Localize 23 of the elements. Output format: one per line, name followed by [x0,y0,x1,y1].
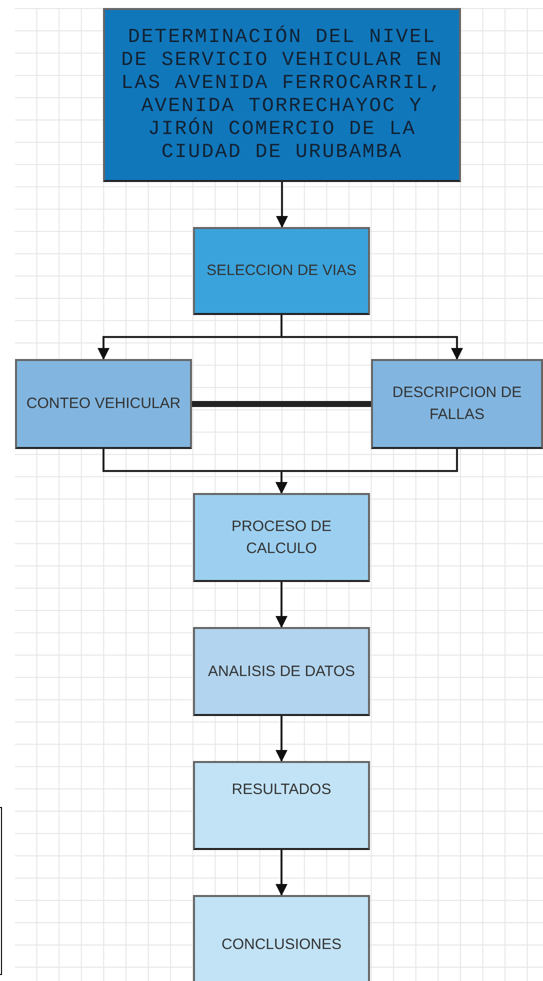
box-label: SELECCION DE VIAS [205,261,358,281]
process-box [103,8,461,182]
box-label: ANALISIS DE DATOS [207,662,356,682]
arrow [276,582,288,628]
arrow [276,716,288,762]
process-box [371,359,543,449]
arrow [276,850,288,896]
box-label: DESCRIPCION DE FALLAS [391,383,523,425]
box-label: DETERMINACIÓN DEL NIVEL DE SERVICIO VEHICULAR EN LAS AVENIDA FERROCARRIL, AVENIDA TORRECHAYOC Y JIRÓN COMERCIO DE LA CIUDAD DE URUBAMBA [120,26,444,164]
arrow [276,182,288,228]
box-label: RESULTADOS [230,780,332,800]
box-label: PROCESO DE CALCULO [230,516,333,558]
box-label: CONTEO VEHICULAR [25,394,182,414]
arrow [276,449,458,494]
process-box [193,761,370,850]
process-box [193,895,370,981]
process-box [193,493,370,582]
process-box [15,359,192,449]
connector-line [192,401,371,407]
process-box [193,227,370,315]
box-label: CONCLUSIONES [220,935,343,955]
arrow [280,315,463,360]
process-box [193,627,370,716]
